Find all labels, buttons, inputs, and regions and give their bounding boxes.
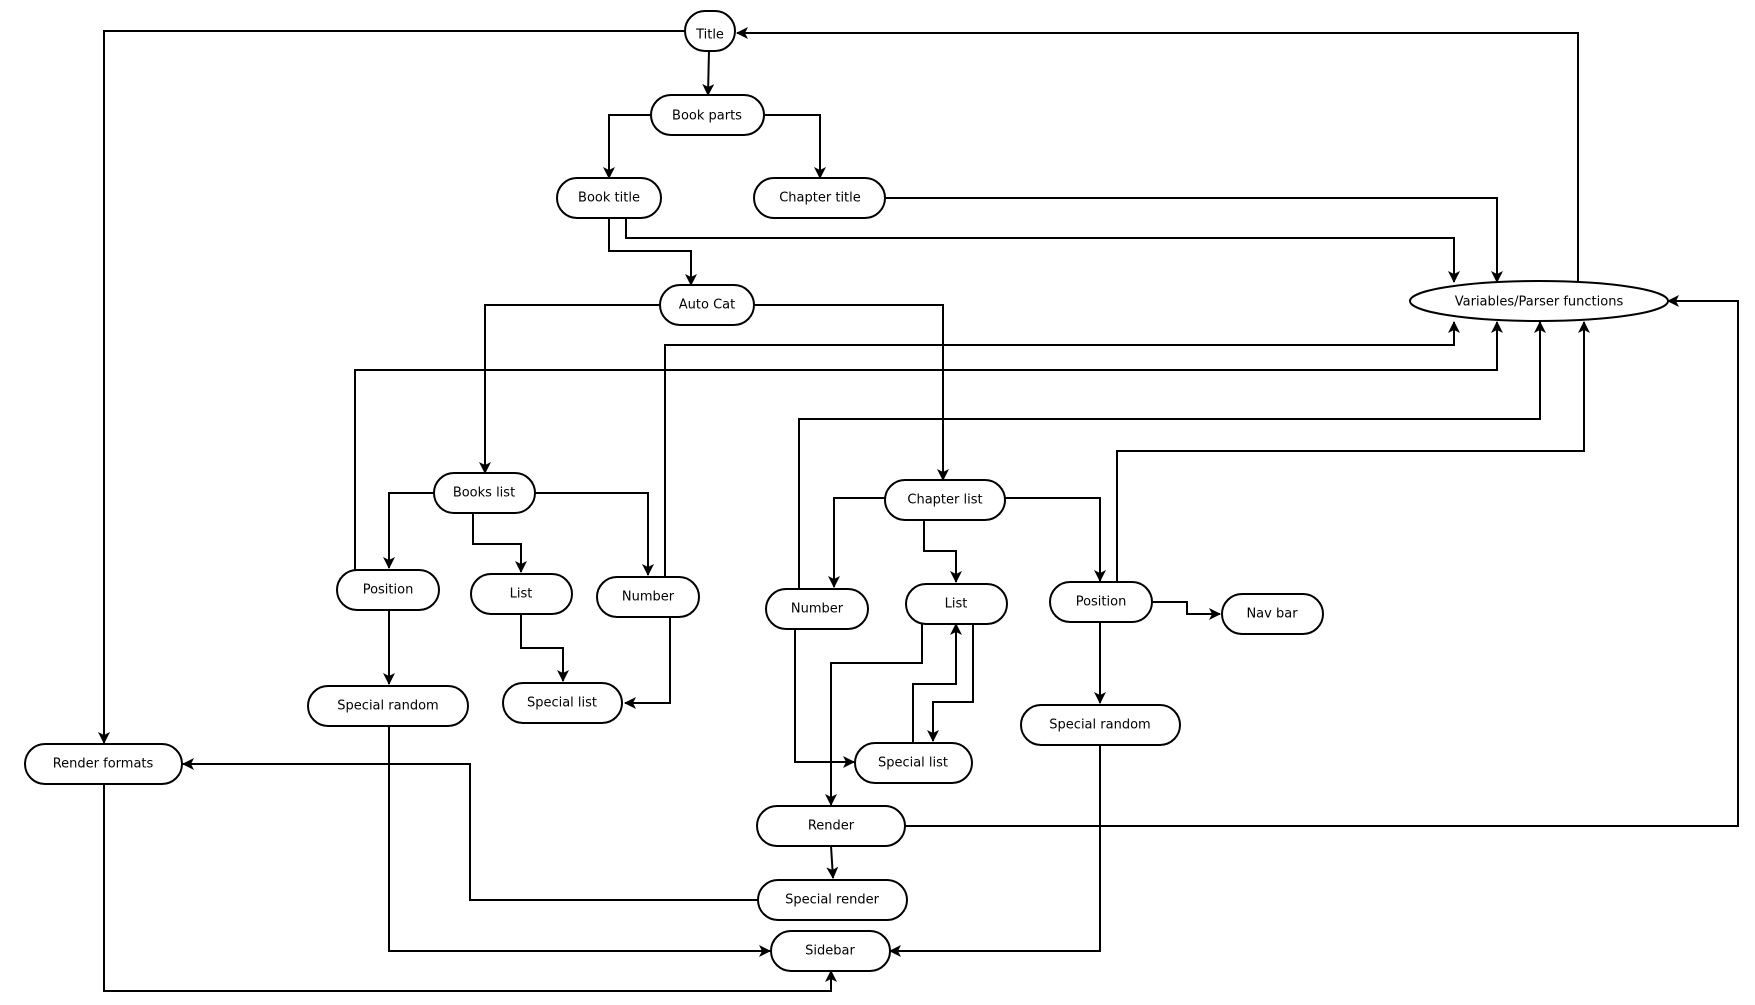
edges <box>98 27 1739 992</box>
edge-render-to-special-render <box>826 845 839 879</box>
node-chapter-special-list-label: Special list <box>878 756 948 771</box>
edge-chapter-special-random-to-sidebar <box>889 745 1101 957</box>
node-books-special-list[interactable]: Special list <box>502 682 623 724</box>
edge-books-list-to-list <box>472 513 527 573</box>
node-nav-bar[interactable]: Nav bar <box>1221 593 1324 635</box>
node-chapter-list-label: Chapter list <box>907 493 982 508</box>
node-special-render[interactable]: Special render <box>757 879 908 921</box>
node-title-label: Title <box>695 28 724 43</box>
edge-books-list-to-position <box>383 492 434 569</box>
node-chapter-special-random-label: Special random <box>1049 718 1150 733</box>
node-nav-bar-label: Nav bar <box>1246 607 1298 622</box>
node-variables-label: Variables/Parser functions <box>1455 295 1624 310</box>
edge-render-to-variables <box>905 295 1739 827</box>
edge-books-number-to-variables <box>664 321 1460 578</box>
edge-auto-cat-to-books-list <box>479 304 660 474</box>
node-books-list-item[interactable]: List <box>470 573 573 615</box>
node-sidebar[interactable]: Sidebar <box>770 930 891 972</box>
node-books-special-random-label: Special random <box>337 699 438 714</box>
edge-chapter-number-to-special-list <box>794 630 855 768</box>
node-chapter-special-list[interactable]: Special list <box>854 742 973 784</box>
node-books-list-label: Books list <box>453 486 515 501</box>
edge-variables-to-title <box>736 27 1579 282</box>
edge-books-list-item-to-special-list <box>520 614 569 682</box>
edge-chapter-position-to-variables <box>1116 321 1590 584</box>
edge-book-parts-to-book-title <box>603 114 651 179</box>
node-render-label: Render <box>808 819 855 834</box>
node-chapter-number-label: Number <box>791 602 844 617</box>
node-books-number[interactable]: Number <box>596 576 700 618</box>
node-render-formats-label: Render formats <box>53 757 154 772</box>
edge-chapter-title-to-variables <box>886 197 1503 283</box>
edge-title-to-render-formats <box>98 30 685 744</box>
edge-book-title-to-auto-cat <box>608 218 697 286</box>
node-books-number-label: Number <box>622 590 675 605</box>
edge-books-number-to-special-list <box>624 617 671 709</box>
node-chapter-list[interactable]: Chapter list <box>884 479 1006 521</box>
edge-chapter-number-to-variables <box>798 321 1546 589</box>
edge-chapter-list-item-to-special-list <box>927 622 974 742</box>
nodes: Title Book parts Book title Chapter titl… <box>24 10 1669 972</box>
node-chapter-list-item[interactable]: List <box>905 583 1008 625</box>
node-chapter-position[interactable]: Position <box>1049 581 1153 623</box>
node-books-position[interactable]: Position <box>336 569 440 611</box>
node-auto-cat[interactable]: Auto Cat <box>659 284 755 326</box>
node-special-render-label: Special render <box>785 893 880 908</box>
edge-books-position-to-variables <box>354 321 1503 571</box>
edge-chapter-special-list-to-list <box>912 623 962 743</box>
node-sidebar-label: Sidebar <box>805 944 855 959</box>
edge-chapter-list-to-number <box>828 497 885 588</box>
node-chapter-list-item-label: List <box>945 597 968 612</box>
edge-books-special-random-to-sidebar <box>388 726 771 957</box>
edge-chapter-position-to-nav-bar <box>1152 601 1221 620</box>
node-book-title[interactable]: Book title <box>556 177 662 219</box>
node-chapter-title[interactable]: Chapter title <box>753 177 886 219</box>
edge-title-to-book-parts <box>702 49 715 96</box>
node-chapter-position-label: Position <box>1076 595 1127 610</box>
node-book-title-label: Book title <box>578 191 640 206</box>
node-chapter-title-label: Chapter title <box>779 191 861 206</box>
node-books-position-label: Position <box>363 583 414 598</box>
edge-render-formats-to-sidebar <box>103 784 837 992</box>
node-render-formats[interactable]: Render formats <box>24 743 183 785</box>
node-title[interactable]: Title <box>684 10 736 52</box>
node-render[interactable]: Render <box>756 805 906 847</box>
node-auto-cat-label: Auto Cat <box>679 298 735 313</box>
edge-chapter-list-to-position <box>1005 497 1106 582</box>
node-variables-parser-functions[interactable]: Variables/Parser functions <box>1409 280 1669 322</box>
node-book-parts-label: Book parts <box>672 109 742 124</box>
node-books-special-random[interactable]: Special random <box>307 685 469 727</box>
edge-chapter-list-item-to-render <box>825 622 923 806</box>
edge-chapter-list-to-list <box>923 518 962 583</box>
node-books-special-list-label: Special list <box>527 696 597 711</box>
node-chapter-number[interactable]: Number <box>765 588 869 630</box>
node-book-parts[interactable]: Book parts <box>650 94 765 136</box>
edge-book-parts-to-chapter-title <box>764 114 826 179</box>
edge-special-render-to-render-formats <box>182 758 758 901</box>
edge-book-title-to-variables <box>625 218 1460 283</box>
edge-auto-cat-to-chapter-list <box>754 304 949 481</box>
node-chapter-special-random[interactable]: Special random <box>1020 704 1181 746</box>
node-books-list[interactable]: Books list <box>433 472 536 514</box>
node-books-list-item-label: List <box>510 587 533 602</box>
edge-books-list-to-number <box>535 492 654 576</box>
